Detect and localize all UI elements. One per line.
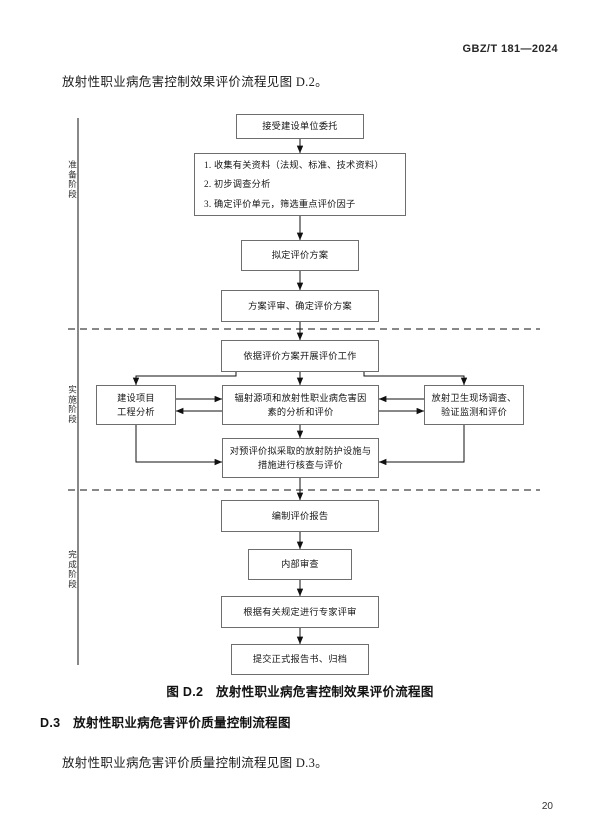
node-source-and-hazard-analysis[interactable]: 辐射源项和放射性职业病危害因 素的分析和评价 [222, 385, 379, 425]
node-line-1: 辐射源项和放射性职业病危害因 [234, 392, 367, 403]
stage-label-preparation: 准备阶段 [67, 160, 78, 200]
node-expert-review[interactable]: 根据有关规定进行专家评审 [221, 596, 379, 628]
node-label: 接受建设单位委托 [262, 121, 338, 132]
section-heading-d3: D.3 放射性职业病危害评价质量控制流程图 [40, 716, 291, 730]
node-collect-data[interactable]: 1. 收集有关资料（法规、标准、技术资料） 2. 初步调查分析 3. 确定评价单… [194, 153, 406, 216]
stage-label-completion: 完成阶段 [67, 550, 78, 590]
node-submit-and-archive[interactable]: 提交正式报告书、归档 [231, 644, 369, 675]
node-site-survey-monitoring[interactable]: 放射卫生现场调查、 验证监测和评价 [424, 385, 524, 425]
node-carry-out-evaluation[interactable]: 依据评价方案开展评价工作 [221, 340, 379, 372]
node-project-engineering-analysis[interactable]: 建设项目 工程分析 [96, 385, 176, 425]
node-label: 拟定评价方案 [271, 250, 329, 261]
node-label: 根据有关规定进行专家评审 [243, 606, 357, 617]
node-line-1: 建设项目 [117, 392, 155, 403]
node-label: 方案评审、确定评价方案 [248, 300, 352, 311]
node-accept-commission[interactable]: 接受建设单位委托 [236, 114, 364, 139]
standard-code-header: GBZ/T 181—2024 [462, 43, 558, 55]
node-label: 内部审查 [281, 559, 319, 570]
section-paragraph: 放射性职业病危害评价质量控制流程见图 D.3。 [62, 756, 328, 770]
lead-paragraph: 放射性职业病危害控制效果评价流程见图 D.2。 [62, 75, 328, 89]
node-line-2: 验证监测和评价 [440, 407, 508, 417]
node-line-1: 对预评价拟采取的放射防护设施与 [229, 445, 372, 456]
node-protection-facility-check[interactable]: 对预评价拟采取的放射防护设施与 措施进行核查与评价 [222, 438, 379, 478]
node-review-confirm-plan[interactable]: 方案评审、确定评价方案 [221, 290, 379, 322]
node-draft-plan[interactable]: 拟定评价方案 [241, 240, 359, 271]
node-label: 提交正式报告书、归档 [252, 654, 348, 665]
node-line-2: 2. 初步调查分析 [204, 179, 271, 190]
node-line-2: 措施进行核查与评价 [258, 460, 343, 470]
figure-caption: 图 D.2 放射性职业病危害控制效果评价流程图 [166, 685, 434, 699]
page-number: 20 [541, 801, 553, 812]
node-line-2: 工程分析 [117, 407, 155, 417]
flowchart-connectors [68, 118, 540, 665]
node-internal-review[interactable]: 内部审查 [248, 549, 352, 580]
node-label: 编制评价报告 [271, 510, 329, 521]
stage-label-implementation: 实施阶段 [67, 385, 78, 425]
node-line-1: 放射卫生现场调查、 [431, 392, 517, 403]
node-line-3: 3. 确定评价单元，筛选重点评价因子 [204, 198, 356, 209]
node-label: 依据评价方案开展评价工作 [243, 350, 357, 361]
node-line-1: 1. 收集有关资料（法规、标准、技术资料） [204, 160, 384, 171]
flowchart-d2: 准备阶段 实施阶段 完成阶段 接受建设单位委托 1. 收集有关资料（法规、标准、… [0, 100, 600, 680]
node-line-2: 素的分析和评价 [267, 407, 334, 417]
node-write-report[interactable]: 编制评价报告 [221, 500, 379, 532]
